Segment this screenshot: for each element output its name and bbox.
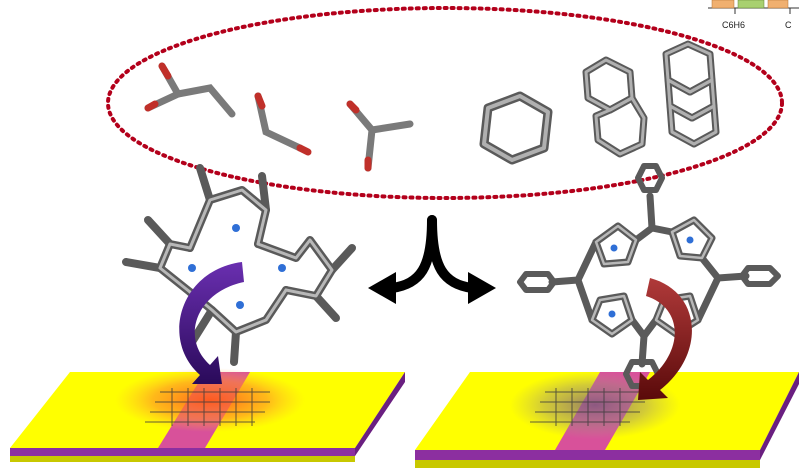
- dicarbonyl-molecule: [254, 92, 312, 156]
- right-curved-arrow: [638, 278, 692, 400]
- right-sensor-substrate: [415, 371, 799, 468]
- left-curved-arrow: [179, 262, 244, 384]
- left-glow-region: [115, 368, 305, 432]
- ketone-molecule: [346, 100, 414, 172]
- right-film-grid: [530, 388, 645, 426]
- right-macrocycle-molecule: [517, 163, 781, 389]
- split-arrow-right-head: [468, 272, 496, 304]
- left-film-grid: [145, 388, 270, 426]
- analyte-ellipse: [106, 6, 784, 200]
- split-arrow-left-head: [368, 272, 396, 304]
- ester-molecule: [144, 62, 236, 118]
- inset-label-benzene: C6H6: [722, 20, 745, 30]
- split-arrow-icon: [387, 215, 477, 293]
- inset-chart-fragment: C6H6 C: [708, 0, 799, 30]
- left-macrocycle-molecule: [122, 164, 356, 366]
- anthracene-molecule: [662, 40, 720, 148]
- naphthalene-molecule: [582, 56, 648, 158]
- benzene-molecule: [479, 91, 553, 165]
- left-sensor-substrate: [10, 368, 405, 462]
- inset-label-partial: C: [785, 20, 792, 30]
